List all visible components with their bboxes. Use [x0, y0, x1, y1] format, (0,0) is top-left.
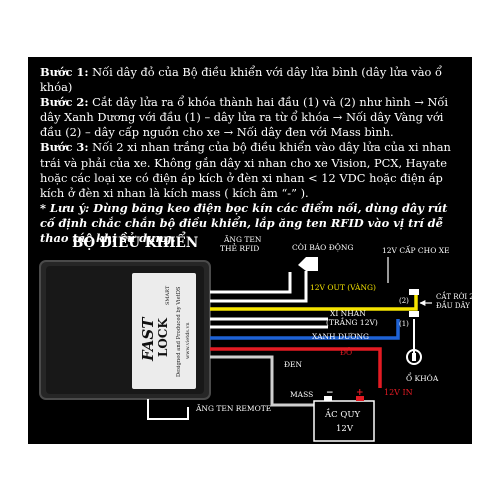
label-yellow-wire: 12V OUT (VÀNG) — [310, 283, 376, 292]
label-end-2: (2) — [399, 297, 409, 305]
label-antenna-rfid-1: ĂNG TEN — [223, 235, 262, 244]
alarm-horn-icon — [298, 257, 318, 271]
label-turn-signal-2: (TRẮNG 12V) — [326, 317, 378, 327]
brand-lock: LOCK — [156, 318, 170, 357]
wire-remote-antenna — [147, 399, 189, 420]
note: * Lưu ý: Dùng băng keo điện bọc kín các … — [40, 200, 448, 246]
label-power-to-bike: 12V CẤP CHO XE — [382, 245, 450, 255]
label-red-wire: ĐỎ — [340, 347, 352, 357]
label-battery-2: 12V — [336, 424, 354, 434]
brand-tag: SMART — [165, 285, 171, 305]
step-1-text: Nối dây đỏ của Bộ điều khiển với dây lửa… — [40, 65, 442, 95]
label-cut-2-ends-1: CẮT RỜI 2 — [436, 291, 472, 301]
controller-label-sticker — [132, 273, 196, 389]
ignition-key-icon — [406, 349, 422, 365]
controller-box: FAST LOCK SMART Designed and Produced by… — [39, 260, 211, 400]
label-battery-1: ẮC QUY — [324, 407, 360, 420]
step-3: Bước 3: Nối 2 xi nhan trắng của bộ điều … — [40, 140, 464, 200]
label-antenna-remote: ĂNG TEN REMOTE — [195, 404, 271, 413]
device-text-2: www.vietds.vn — [185, 322, 191, 359]
wire-rfid-antenna — [210, 272, 292, 294]
wiring-panel: Bước 1: Nối dây đỏ của Bộ điều khiển với… — [28, 57, 472, 444]
brand-fast: FAST — [139, 316, 157, 362]
device-text-1: Designed and Produced by VietDS — [176, 286, 182, 377]
wire-black — [210, 355, 314, 407]
cut-end-2 — [409, 289, 419, 295]
step-3-label: Bước 3: — [40, 140, 89, 155]
step-3-text: Nối 2 xi nhan trắng của bộ điều khiển và… — [40, 140, 451, 200]
instructions: Bước 1: Nối dây đỏ của Bộ điều khiển với… — [40, 65, 464, 246]
cut-end-1 — [409, 311, 419, 317]
label-antenna-rfid-2: THẺ RFID — [220, 243, 259, 253]
wire-yellow — [210, 289, 418, 311]
label-cut-2-ends-2: ĐẦU DÂY — [436, 300, 470, 310]
wiring-diagram: BỘ ĐIỀU KHIỂN FAST LOCK SMART Designed a… — [39, 232, 472, 442]
battery-icon — [313, 396, 375, 442]
controller-title: BỘ ĐIỀU KHIỂN — [72, 232, 198, 251]
label-ignition: Ổ KHÓA — [406, 372, 439, 383]
label-12v-in: 12V IN — [384, 388, 413, 397]
step-2-label: Bước 2: — [40, 95, 89, 110]
battery-minus: − — [326, 388, 334, 398]
step-1-label: Bước 1: — [40, 65, 89, 79]
label-blue-wire: XANH DƯƠNG — [312, 332, 369, 341]
label-turn-signal-1: XI NHAN — [330, 309, 366, 318]
label-alarm: CÒI BÁO ĐỘNG — [292, 243, 353, 252]
label-mass: MASS — [290, 390, 313, 399]
wire-blue — [210, 319, 400, 340]
label-end-1: (1) — [399, 320, 409, 328]
wire-red — [210, 347, 382, 388]
step-2-text: Cắt dây lửa ra ổ khóa thành hai đầu (1) … — [40, 95, 448, 140]
label-black-wire: ĐEN — [284, 360, 303, 369]
wire-alarm — [210, 271, 308, 303]
step-2: Bước 2: Cắt dây lửa ra ổ khóa thành hai … — [40, 95, 464, 140]
step-1: Bước 1: Nối dây đỏ của Bộ điều khiển với… — [40, 65, 464, 95]
battery-plus: + — [356, 388, 364, 398]
